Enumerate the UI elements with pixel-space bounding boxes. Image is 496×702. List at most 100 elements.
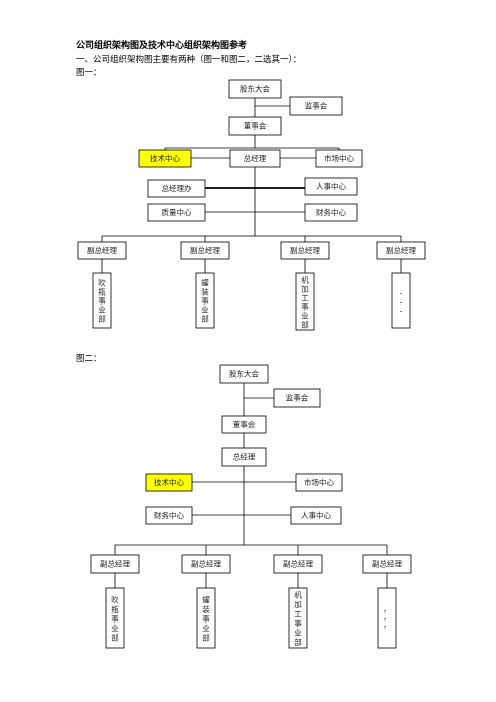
svg-text:总经理: 总经理 bbox=[233, 452, 256, 462]
division-char: 事 bbox=[201, 296, 209, 306]
division-char: 装 bbox=[201, 287, 209, 297]
svg-text:市场中心: 市场中心 bbox=[324, 153, 354, 163]
figure-2-label: 图二： bbox=[76, 354, 102, 364]
svg-text:副总经理: 副总经理 bbox=[190, 245, 220, 255]
f2-board-box: 董事会 bbox=[221, 415, 267, 434]
division-char: 事 bbox=[98, 296, 106, 306]
svg-text:副总经理: 副总经理 bbox=[191, 559, 221, 569]
f2-vgm-box-1: 副总经理 bbox=[90, 554, 140, 574]
f2-shareholders-box: 股东大会 bbox=[219, 364, 269, 384]
division-char: 业 bbox=[98, 305, 106, 315]
division-char: ， bbox=[383, 605, 391, 614]
svg-text:财务中心: 财务中心 bbox=[154, 510, 184, 520]
f1-vgm-box-1: 副总经理 bbox=[77, 241, 127, 260]
division-char: 事 bbox=[294, 618, 302, 628]
division-char: 部 bbox=[98, 314, 106, 324]
division-char: 机 bbox=[301, 275, 309, 285]
f1-shareholders-box: 股东大会 bbox=[228, 79, 282, 99]
division-char: 业 bbox=[294, 628, 302, 638]
f2-market-center-box: 市场中心 bbox=[295, 473, 343, 492]
f1-quality-center-box: 质量中心 bbox=[147, 203, 206, 222]
f2-finance-center-box: 财务中心 bbox=[145, 506, 193, 525]
f1-tech-center-box: 技术中心 bbox=[138, 149, 192, 168]
f1-hr-center-box: 人事中心 bbox=[304, 177, 358, 196]
division-char: 事 bbox=[301, 302, 309, 312]
division-char: 瓶 bbox=[98, 287, 106, 297]
figure-1-boxes: 股东大会 监事会 董事会 技术中心 总经理 市场中心 总经理办 人事中心 bbox=[77, 79, 426, 331]
f1-market-center-box: 市场中心 bbox=[315, 149, 363, 168]
division-char: 部 bbox=[202, 633, 210, 643]
division-char: 吹 bbox=[98, 278, 106, 288]
figure-1-label: 图一： bbox=[76, 68, 102, 78]
f1-supervisors-box: 监事会 bbox=[289, 96, 343, 116]
svg-text:质量中心: 质量中心 bbox=[162, 207, 192, 217]
division-char: 部 bbox=[294, 637, 302, 647]
page-title: 公司组织架构图及技术中心组织架构图参考 bbox=[76, 41, 248, 51]
svg-text:监事会: 监事会 bbox=[305, 101, 328, 111]
division-char: 加 bbox=[301, 284, 309, 294]
f1-board-box: 董事会 bbox=[228, 116, 282, 136]
figure-1-connectors bbox=[101, 98, 402, 273]
svg-text:人事中心: 人事中心 bbox=[316, 181, 346, 191]
svg-text:副总经理: 副总经理 bbox=[283, 559, 313, 569]
svg-text:副总经理: 副总经理 bbox=[372, 559, 402, 569]
svg-text:财务中心: 财务中心 bbox=[316, 207, 346, 217]
svg-text:副总经理: 副总经理 bbox=[100, 559, 130, 569]
f2-supervisors-box: 监事会 bbox=[273, 388, 321, 408]
figure-2-connectors bbox=[114, 383, 388, 588]
division-char: 加 bbox=[294, 599, 302, 609]
division-char: 工 bbox=[301, 294, 309, 303]
division-char: ， bbox=[383, 613, 391, 622]
svg-text:股东大会: 股东大会 bbox=[240, 84, 270, 94]
division-char: 罐 bbox=[202, 595, 210, 605]
f2-tech-center-box: 技术中心 bbox=[145, 473, 193, 492]
f1-vgm-box-4: 副总经理 bbox=[376, 241, 426, 260]
svg-text:人事中心: 人事中心 bbox=[301, 510, 331, 520]
svg-text:技术中心: 技术中心 bbox=[154, 477, 184, 487]
f2-hr-center-box: 人事中心 bbox=[290, 506, 342, 525]
svg-text:股东大会: 股东大会 bbox=[229, 369, 259, 379]
division-char: 瓶 bbox=[111, 604, 119, 614]
division-char: 机 bbox=[294, 590, 302, 600]
division-char: 部 bbox=[111, 633, 119, 643]
division-char: 工 bbox=[294, 610, 302, 619]
svg-text:副总经理: 副总经理 bbox=[87, 245, 117, 255]
svg-text:董事会: 董事会 bbox=[244, 121, 267, 131]
f2-vgm-box-4: 副总经理 bbox=[362, 554, 412, 574]
division-char: - bbox=[400, 289, 403, 298]
f1-vgm-box-2: 副总经理 bbox=[180, 241, 230, 260]
division-char: - bbox=[400, 307, 403, 316]
division-char: 部 bbox=[301, 320, 309, 330]
f1-division-box-4: --- bbox=[391, 272, 411, 329]
division-char: ， bbox=[383, 621, 391, 630]
page-subtitle: 一、公司组织架构图主要有两种（图一和图二，二选其一）： bbox=[76, 55, 302, 65]
division-char: 吹 bbox=[111, 595, 119, 605]
division-char: 事 bbox=[111, 614, 119, 624]
f2-gm-box: 总经理 bbox=[221, 447, 267, 467]
f2-vgm-box-3: 副总经理 bbox=[273, 554, 323, 574]
svg-text:副总经理: 副总经理 bbox=[386, 245, 416, 255]
f2-vgm-box-2: 副总经理 bbox=[181, 554, 231, 574]
svg-text:副总经理: 副总经理 bbox=[290, 245, 320, 255]
division-char: 业 bbox=[201, 305, 209, 315]
svg-text:技术中心: 技术中心 bbox=[150, 153, 180, 163]
division-char: 业 bbox=[202, 623, 210, 633]
svg-text:总经理: 总经理 bbox=[244, 153, 267, 163]
f1-finance-center-box: 财务中心 bbox=[304, 203, 358, 222]
division-char: 业 bbox=[301, 311, 309, 321]
division-char: 部 bbox=[201, 314, 209, 324]
division-char: 业 bbox=[111, 623, 119, 633]
division-char: 事 bbox=[202, 614, 210, 624]
svg-text:市场中心: 市场中心 bbox=[304, 477, 334, 487]
svg-text:总经理办: 总经理办 bbox=[162, 183, 192, 193]
figure-2-boxes: 股东大会 监事会 董事会 总经理 技术中心 市场中心 财务中心 人事中心 bbox=[90, 364, 412, 649]
division-char: 罐 bbox=[201, 278, 209, 288]
f2-division-box-4: ，，， bbox=[377, 587, 397, 649]
f1-vgm-box-3: 副总经理 bbox=[280, 241, 330, 260]
